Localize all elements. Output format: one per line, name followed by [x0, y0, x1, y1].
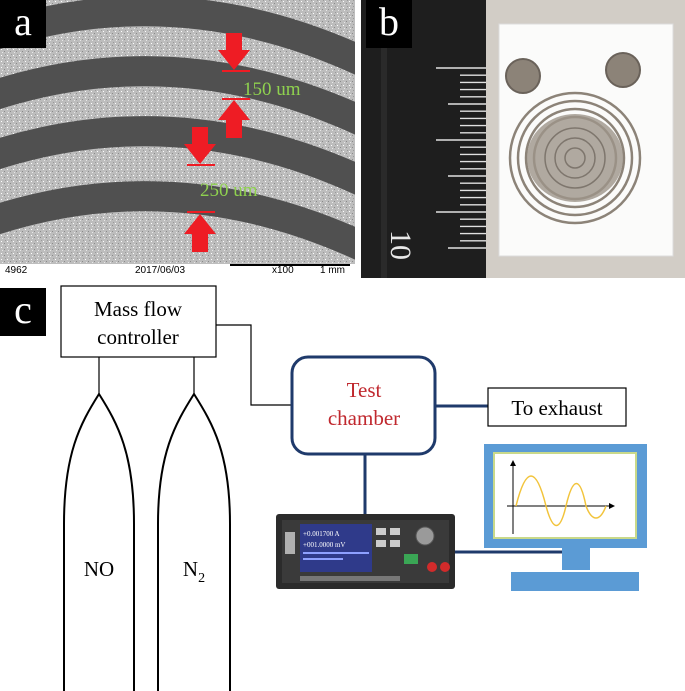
micrograph-magnification: x100: [272, 265, 294, 276]
dark-band-2: [0, 56, 355, 135]
exhaust-box: [487, 387, 627, 427]
plot-signal: [515, 475, 607, 527]
dark-band-3: [0, 116, 355, 195]
dimension-150-arrows: [218, 33, 250, 138]
source-meter: +0.001700 A +001.0000 mV: [276, 514, 455, 589]
gas-cylinder-no: [63, 392, 135, 691]
mass-flow-controller-line2: controller: [97, 325, 179, 349]
test-chamber-box: [290, 355, 437, 456]
monitor-stand: [562, 548, 590, 570]
meter-reading-1: +0.001700 A: [303, 530, 340, 538]
exhaust-label: To exhaust: [511, 396, 602, 420]
dimension-150-label: 150 um: [243, 79, 301, 100]
contact-pad-left: [505, 58, 541, 94]
mass-flow-controller-line1: Mass flow: [94, 297, 183, 321]
panel-b-photo: 10 b: [361, 0, 685, 278]
panel-c-setup: Mass flow controller Test chamber To exh…: [0, 284, 685, 691]
scale-bar: [230, 264, 350, 266]
meter-terminal-red: [427, 562, 437, 572]
ruler-ticks: [436, 67, 486, 249]
micrograph-date: 2017/06/03: [135, 265, 186, 276]
sensing-film: [527, 114, 623, 202]
panel-c-label: c: [0, 288, 46, 336]
monitor-screen: [493, 452, 637, 539]
meter-screen: [300, 524, 372, 572]
test-chamber-line2: chamber: [328, 406, 400, 430]
panel-b-label: b: [366, 0, 412, 48]
micrograph-scale: 1 mm: [320, 265, 345, 276]
ruler-number: 10: [384, 230, 417, 260]
gas-cylinder-n2-label: N2: [183, 557, 205, 586]
mass-flow-controller-box: [60, 285, 217, 358]
computer: [484, 444, 647, 591]
panel-a-label: a: [0, 0, 46, 48]
dimension-250-label: 250 um: [200, 180, 258, 201]
dark-band-4: [0, 181, 355, 260]
gas-cylinder-n2: [157, 392, 231, 691]
micrograph-image: 150 um 250 um: [0, 0, 355, 264]
panel-a-micrograph: 150 um 250 um a 4962 2017/06/03 x100 1 m…: [0, 0, 355, 278]
test-chamber-line1: Test: [347, 378, 382, 402]
micrograph-id: 4962: [5, 265, 28, 276]
line-mfc-to-chamber: [216, 324, 292, 406]
dimension-250-arrows: [184, 127, 216, 252]
contact-pad-right: [605, 52, 641, 88]
meter-reading-2: +001.0000 mV: [303, 541, 345, 549]
setup-diagram: Mass flow controller Test chamber To exh…: [60, 285, 647, 691]
gas-cylinder-no-label: NO: [84, 557, 114, 581]
keyboard: [511, 572, 639, 591]
